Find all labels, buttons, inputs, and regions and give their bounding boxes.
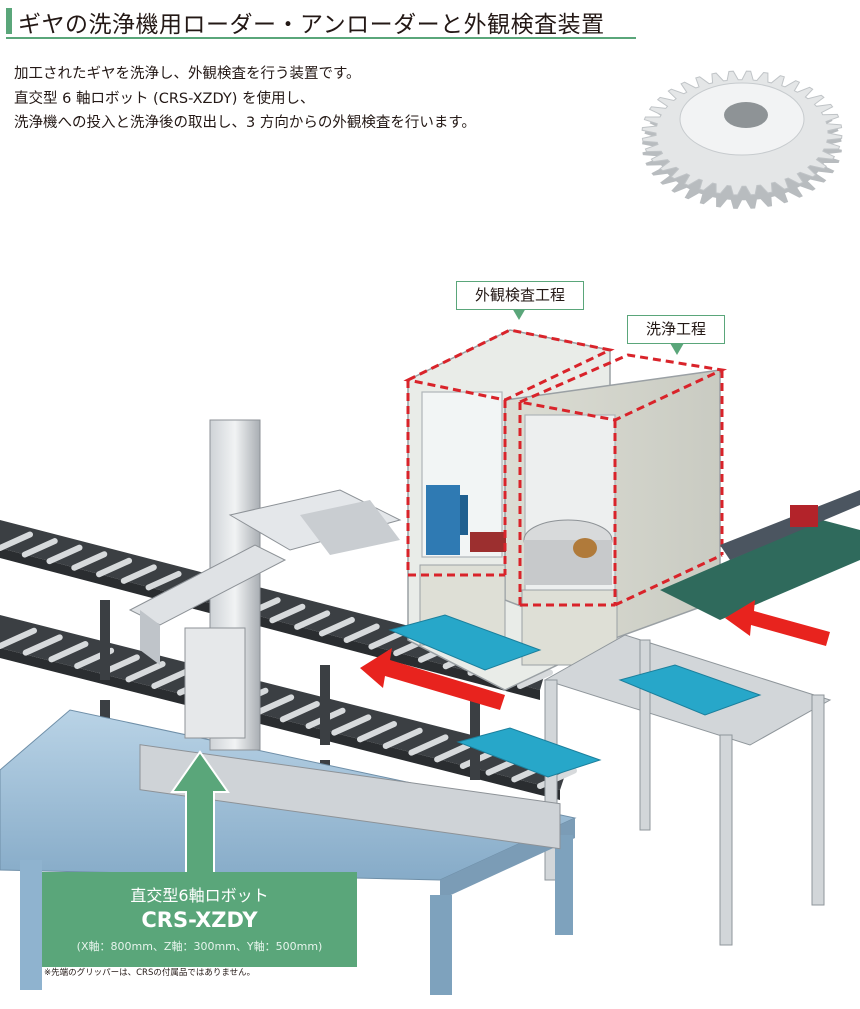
machine-cabinet [403, 328, 728, 691]
flow-arrow-left [360, 648, 505, 710]
title-accent-bar [6, 8, 12, 34]
title-underline [6, 37, 636, 39]
callout-washing: 洗浄工程 [627, 315, 725, 344]
robot-label-box: 直交型6軸ロボット CRS-XZDY (X軸：800mm、Z軸：300mm、Y軸… [42, 872, 357, 967]
intro-line-3: 洗浄機への投入と洗浄後の取出し、3 方向からの外観検査を行います。 [14, 115, 476, 131]
intro-line-2: 直交型 6 軸ロボット (CRS-XZDY) を使用し、 [14, 90, 315, 107]
callout-inspection: 外観検査工程 [456, 281, 584, 310]
parts-tray-3 [456, 727, 602, 778]
callout-pointer-washing [670, 343, 684, 355]
robot-arm [128, 419, 561, 850]
parts-tray-2 [618, 664, 762, 716]
intro-text: 加工されたギヤを洗浄し、外観検査を行う装置です。 直交型 6 軸ロボット (CR… [14, 62, 476, 136]
parts-tray-1 [388, 614, 542, 671]
belt-conveyor-right [660, 490, 860, 620]
robot-model-label: CRS-XZDY [141, 908, 258, 932]
page-title: ギヤの洗浄機用ローダー・アンローダーと外観検査装置 [18, 12, 605, 38]
robot-spec-label: (X軸：800mm、Z軸：300mm、Y軸：500mm) [76, 940, 323, 953]
gear-image [636, 38, 848, 216]
footnote: ※先端のグリッパーは、CRSの付属品ではありません。 [44, 968, 256, 978]
intro-line-1: 加工されたギヤを洗浄し、外観検査を行う装置です。 [14, 66, 361, 82]
callout-pointer-inspection [512, 308, 526, 320]
flow-arrow-right [725, 600, 830, 646]
robot-type-label: 直交型6軸ロボット [130, 886, 269, 905]
